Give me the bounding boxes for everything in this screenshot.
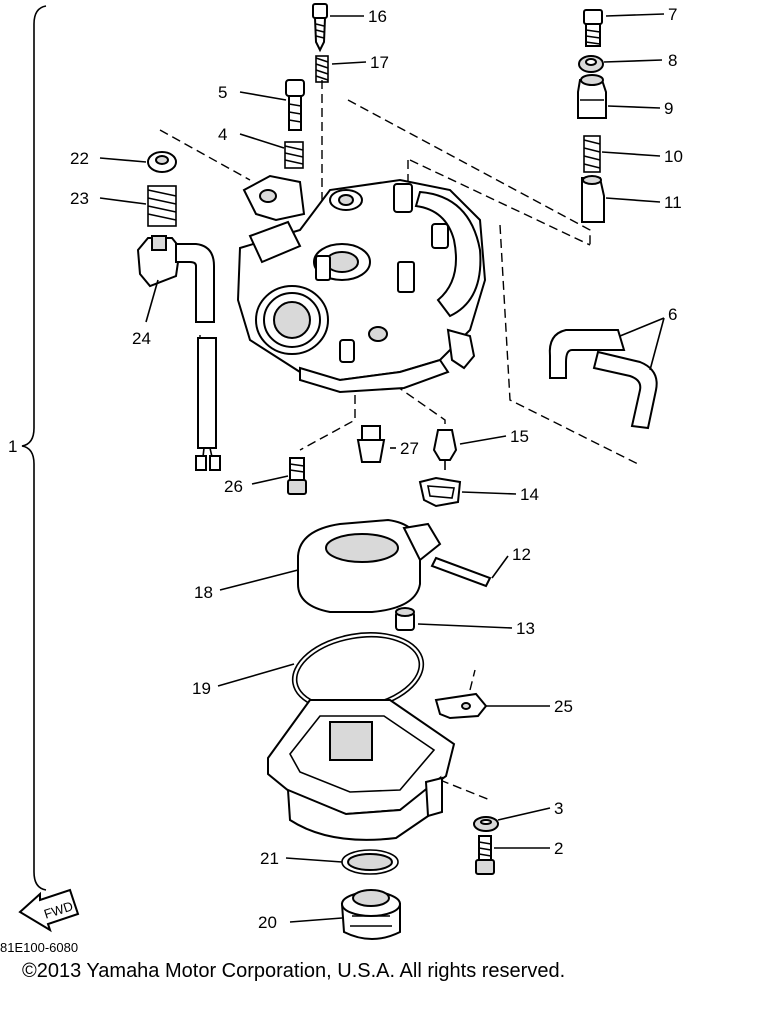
part-13-plug [395, 607, 415, 631]
assembly-brace [21, 5, 47, 891]
callout-labels: 1 2 3 4 5 6 7 8 9 10 11 12 13 14 15 16 1… [8, 5, 683, 932]
part-26-screw [287, 457, 307, 495]
part-6-hose [548, 329, 658, 430]
callout-17: 17 [370, 53, 389, 72]
callout-3: 3 [554, 799, 563, 818]
part-10-spring [583, 135, 601, 173]
callout-20: 20 [258, 913, 277, 932]
part-4-spring [284, 141, 304, 169]
part-3-washer [473, 816, 499, 832]
callout-9: 9 [664, 99, 673, 118]
part-5-screw [285, 79, 305, 131]
callout-10: 10 [664, 147, 683, 166]
part-17-spring [315, 55, 329, 83]
part-7-screw [583, 9, 603, 47]
part-20-drain-plug [340, 889, 401, 940]
leader-lines [99, 13, 665, 923]
part-25-bracket [434, 692, 488, 720]
callout-15: 15 [510, 427, 529, 446]
callout-8: 8 [668, 51, 677, 70]
callout-1: 1 [8, 437, 17, 456]
part-14-gasket [418, 476, 462, 508]
part-16-pilot-screw [312, 3, 328, 53]
part-9-adjuster [577, 74, 607, 119]
callout-12: 12 [512, 545, 531, 564]
part-15-needle-valve [432, 429, 458, 470]
drawing-code: 81E100-6080 [0, 940, 78, 955]
part-11-plunger [581, 175, 605, 223]
carburetor-body [236, 174, 487, 394]
part-27-jet [356, 425, 386, 463]
part-21-gasket [341, 849, 399, 875]
part-24-sensor [136, 235, 215, 323]
callout-21: 21 [260, 849, 279, 868]
front-arrow-icon: FWD [18, 888, 80, 933]
callout-11: 11 [664, 193, 682, 212]
part-22-cap [147, 151, 177, 173]
copyright-notice: ©2013 Yamaha Motor Corporation, U.S.A. A… [22, 960, 566, 982]
callout-16: 16 [368, 7, 387, 26]
part-12-pin [430, 556, 492, 588]
part-18-float [297, 518, 442, 613]
part-23-spring [147, 185, 177, 227]
callout-13: 13 [516, 619, 535, 638]
callout-2: 2 [554, 839, 563, 858]
callout-7: 7 [668, 5, 677, 24]
callout-25: 25 [554, 697, 573, 716]
callout-18: 18 [194, 583, 213, 602]
callout-26: 26 [224, 477, 243, 496]
float-chamber-bowl [267, 699, 456, 841]
callout-19: 19 [192, 679, 211, 698]
callout-24: 24 [132, 329, 151, 348]
callout-23: 23 [70, 189, 89, 208]
wire-harness [195, 337, 221, 471]
callout-6: 6 [668, 305, 677, 324]
callout-5: 5 [218, 83, 227, 102]
callout-27: 27 [400, 439, 419, 458]
callout-22: 22 [70, 149, 89, 168]
callout-4: 4 [218, 125, 227, 144]
callout-14: 14 [520, 485, 539, 504]
part-8-nut [578, 55, 604, 73]
part-2-screw [475, 835, 495, 875]
